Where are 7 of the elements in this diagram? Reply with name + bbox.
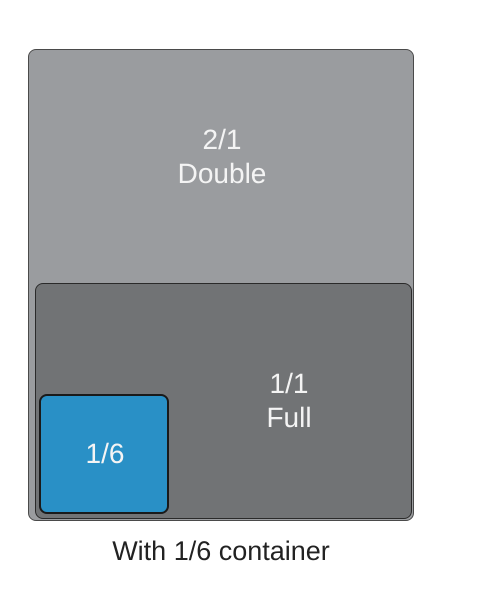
size-label: 1/6 <box>86 437 124 471</box>
container-box <box>35 283 412 519</box>
caption-text: With 1/6 container <box>111 535 331 568</box>
size-label: 2/1 Double <box>178 123 266 191</box>
container-box <box>39 394 169 514</box>
size-label: 1/1 Full <box>266 367 312 435</box>
container-box <box>28 49 414 521</box>
